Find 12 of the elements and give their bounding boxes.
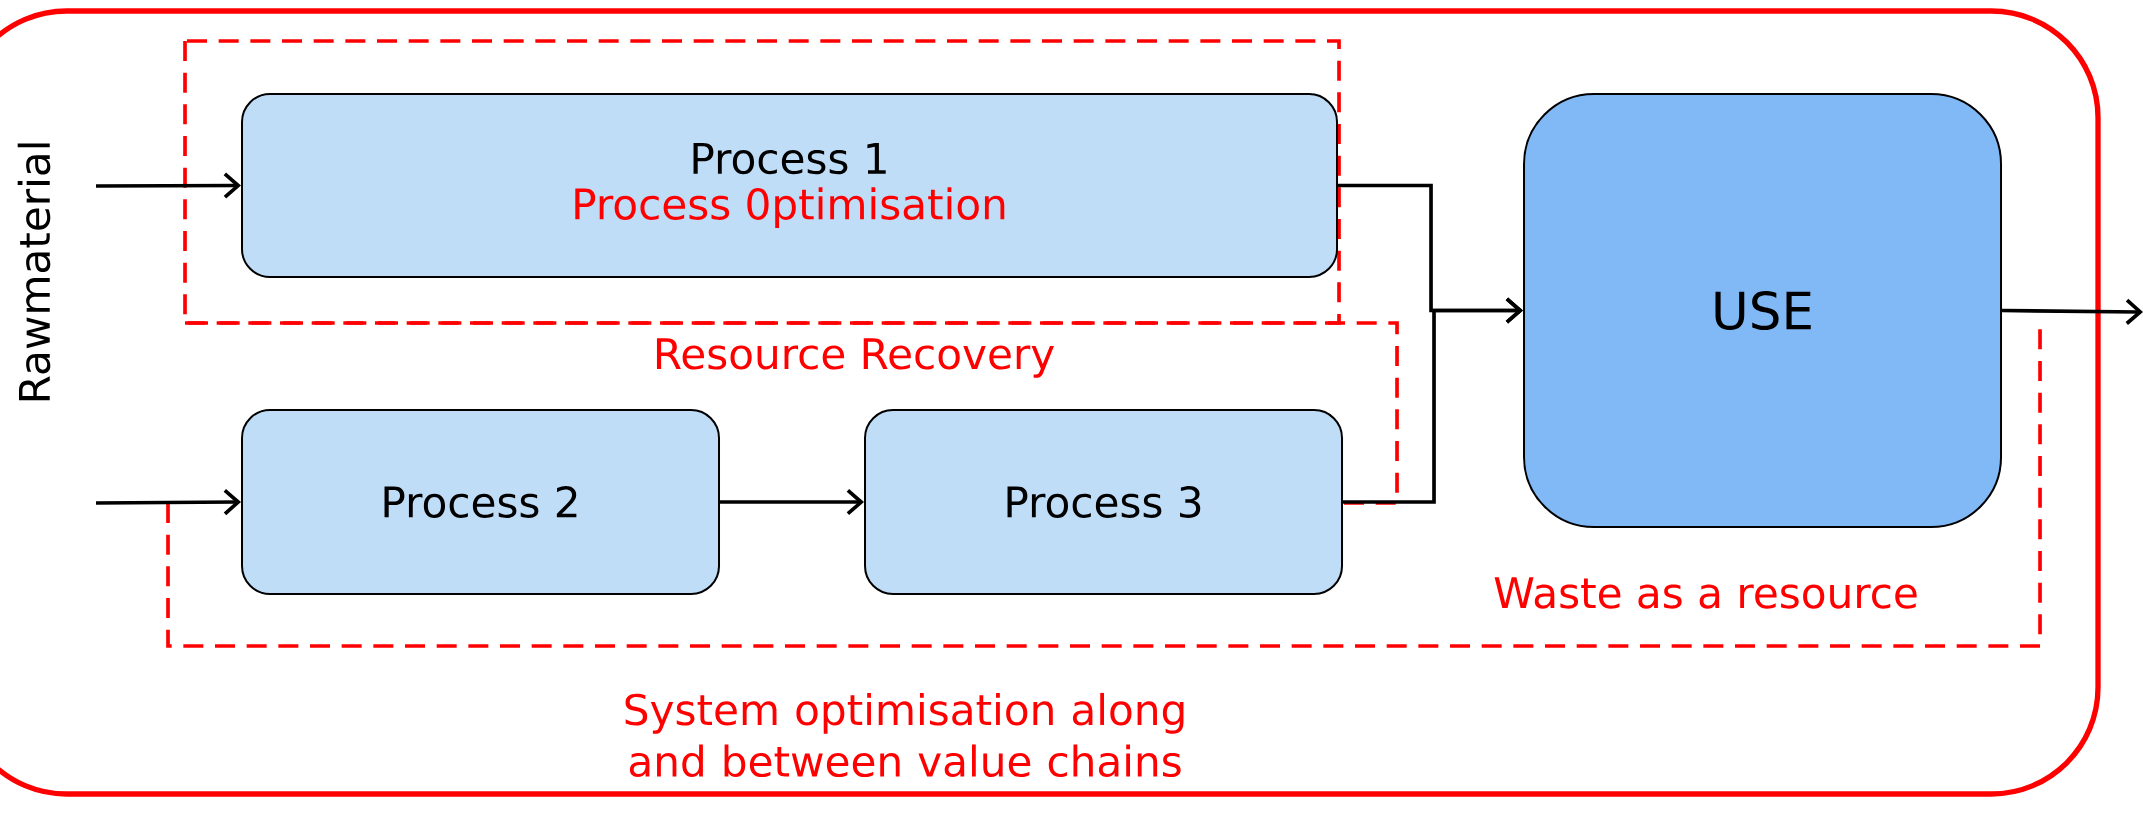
arrow — [720, 488, 864, 516]
arrow — [2002, 298, 2143, 325]
process-box: Process 3 — [864, 409, 1343, 595]
arrow — [1343, 297, 1523, 504]
process-box: Process 2 — [241, 409, 720, 595]
arrow — [96, 489, 241, 516]
region-label: Waste as a resource — [1494, 577, 1917, 609]
arrow — [96, 172, 241, 199]
region-label: Resource Recovery — [656, 338, 1054, 378]
process-box: USE — [1523, 93, 2002, 528]
process-box: Process 1 Process 0ptimisation — [241, 93, 1338, 278]
vertical-label: Rawmaterial — [17, 143, 51, 401]
